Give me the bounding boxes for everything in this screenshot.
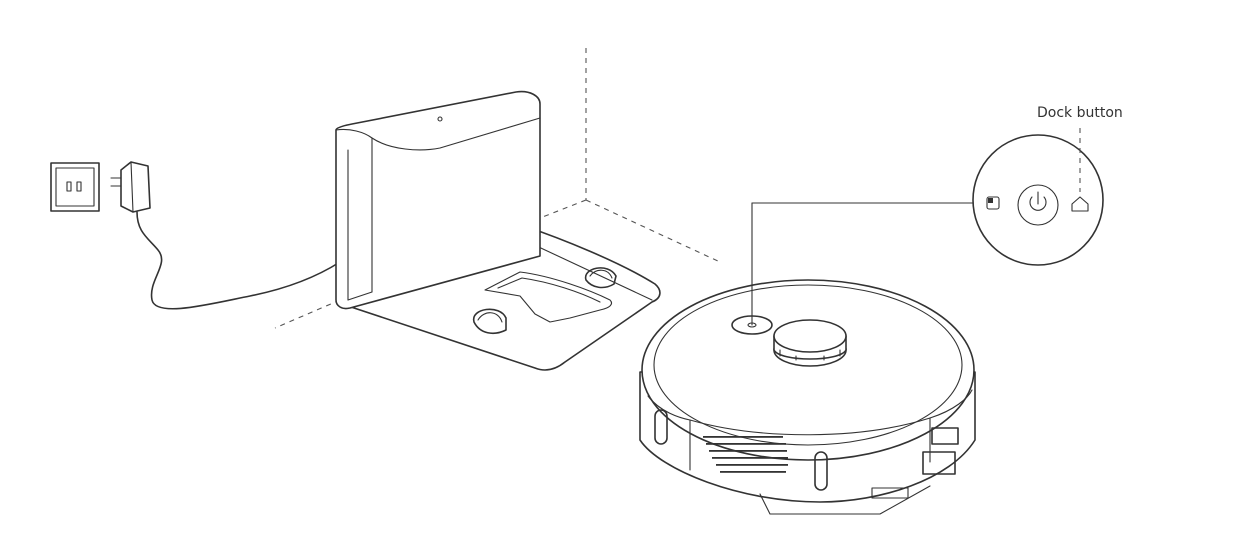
power-adapter-icon [110, 161, 341, 310]
power-icon [1017, 184, 1059, 226]
wall-outlet-icon [50, 162, 100, 212]
room-corner-guides [274, 48, 721, 329]
charging-dock [335, 90, 661, 371]
robot-vacuum [639, 202, 981, 515]
dock-button-label: Dock button [1037, 105, 1123, 121]
spot-clean-icon [986, 196, 1000, 210]
button-panel-callout [972, 128, 1104, 266]
home-icon [1071, 196, 1089, 212]
speaker-grille [703, 436, 788, 473]
